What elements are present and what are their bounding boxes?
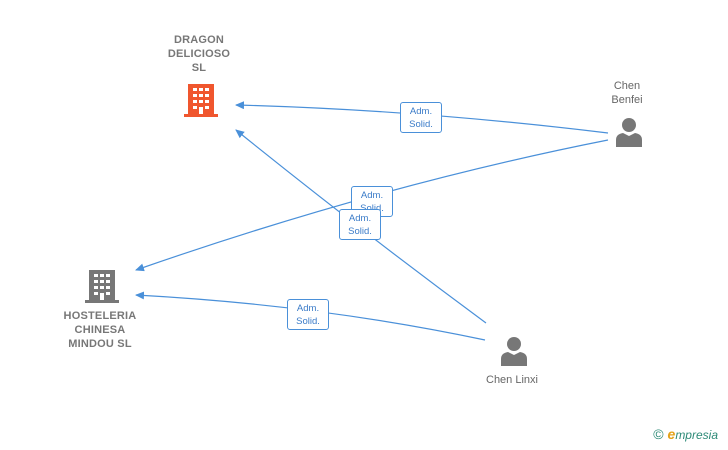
brand-initial: e: [667, 426, 676, 442]
building-icon[interactable]: [85, 268, 119, 309]
person-label-chen-linxi[interactable]: Chen Linxi: [486, 374, 538, 386]
building-icon[interactable]: [184, 82, 218, 123]
empresia-logo[interactable]: ©empresia: [653, 426, 718, 442]
edge-label-benfei-dragon: Adm. Solid.: [400, 102, 442, 133]
edge-label-linxi-dragon: Adm. Solid.: [339, 209, 381, 240]
company-label-hosteleria[interactable]: HOSTELERIA CHINESA MINDOU SL: [63, 310, 137, 350]
person-icon[interactable]: [499, 335, 529, 372]
person-icon[interactable]: [614, 116, 644, 153]
edge-label-linxi-hosteleria: Adm. Solid.: [287, 299, 329, 330]
person-label-chen-benfei[interactable]: Chen Benfei: [611, 80, 643, 106]
company-label-dragon[interactable]: DRAGON DELICIOSO SL: [167, 34, 231, 74]
copyright-icon: ©: [653, 426, 664, 442]
brand-name: mpresia: [675, 428, 718, 442]
